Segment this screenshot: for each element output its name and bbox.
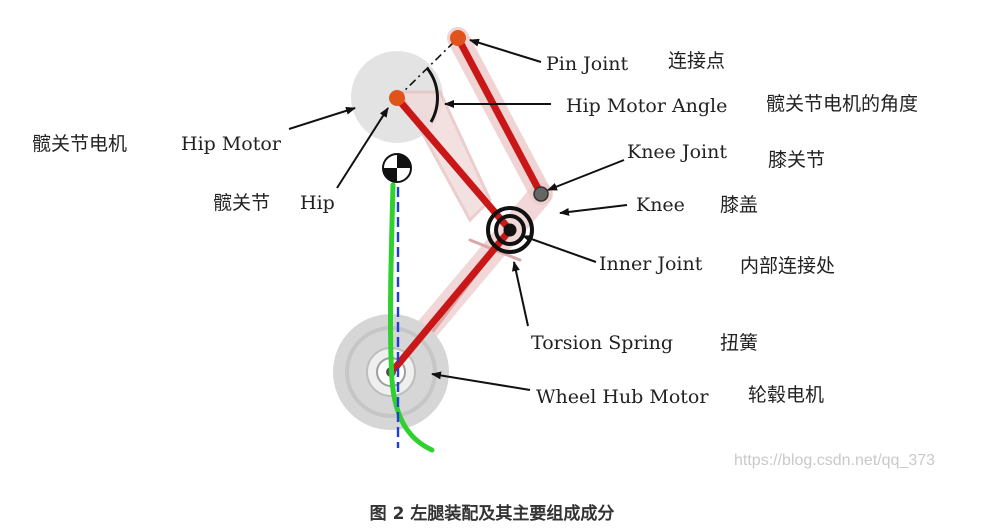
arrow-wheel-hub-motor <box>431 371 531 391</box>
torsion-spring-icon <box>486 206 534 254</box>
arrow-inner-joint <box>522 235 597 263</box>
label-knee-en: Knee <box>636 194 685 216</box>
label-knee-joint-en: Knee Joint <box>627 141 727 163</box>
label-pin-joint-zh: 连接点 <box>668 50 725 72</box>
label-pin-joint-en: Pin Joint <box>546 53 629 75</box>
arrow-torsion-spring <box>512 261 529 327</box>
label-wheel-hub-motor-zh: 轮毂电机 <box>748 384 824 406</box>
label-hip-motor-angle-en: Hip Motor Angle <box>566 95 727 117</box>
arrow-knee <box>559 204 628 216</box>
label-knee-zh: 膝盖 <box>720 194 758 216</box>
knee-joint-icon <box>533 186 549 202</box>
label-wheel-hub-motor-en: Wheel Hub Motor <box>536 386 709 408</box>
label-torsion-spring-en: Torsion Spring <box>531 332 673 354</box>
label-hip-zh: 髋关节 <box>213 192 270 214</box>
watermark: https://blog.csdn.net/qq_373 <box>734 452 935 469</box>
label-inner-joint-en: Inner Joint <box>599 253 703 275</box>
center-of-mass-icon <box>382 153 412 183</box>
hip-joint-icon <box>389 90 405 106</box>
arrow-pin-joint <box>469 38 542 63</box>
annotation-arrows <box>288 38 628 391</box>
label-knee-joint-zh: 膝关节 <box>768 149 825 171</box>
pin-joint-icon <box>450 30 466 46</box>
arrow-knee-joint <box>547 159 625 191</box>
label-hip-motor-en: Hip Motor <box>181 133 282 155</box>
label-inner-joint-zh: 内部连接处 <box>740 255 835 277</box>
label-hip-motor-angle-zh: 髋关节电机的角度 <box>766 93 918 115</box>
arrow-hip-motor <box>288 106 356 130</box>
arrow-hip <box>336 107 389 189</box>
label-hip-motor-zh: 髋关节电机 <box>32 133 127 155</box>
leg-links <box>391 34 545 372</box>
pin-reference-line <box>396 37 459 99</box>
ground-path <box>387 182 435 453</box>
label-torsion-spring-zh: 扭簧 <box>720 332 758 354</box>
hip-motor-angle-arc <box>425 67 439 123</box>
label-hip-en: Hip <box>300 192 335 214</box>
figure-caption: 图 2 左腿装配及其主要组成成分 <box>370 503 615 524</box>
